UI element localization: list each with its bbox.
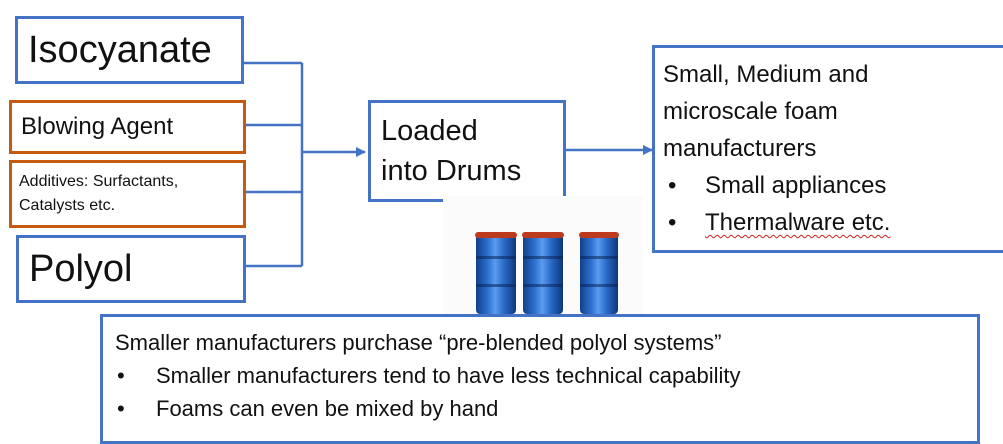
process-label-line1: Loaded xyxy=(381,115,478,147)
polyol-label: Polyol xyxy=(29,247,133,290)
output-bullet-item: • Small appliances xyxy=(663,167,890,204)
output-label-line3: manufacturers xyxy=(663,135,817,162)
output-bullet-list: • Small appliances • Thermalware etc. xyxy=(663,167,890,241)
note-box: Smaller manufacturers purchase “pre-blen… xyxy=(100,314,980,444)
bullet-icon: • xyxy=(668,209,677,236)
drum-icon xyxy=(522,232,564,314)
polyol-box: Polyol xyxy=(16,235,246,303)
bullet-icon: • xyxy=(117,363,125,388)
blowing-agent-box: Blowing Agent xyxy=(9,100,246,154)
drum-icon xyxy=(579,232,619,314)
note-bullet-list: • Smaller manufacturers tend to have les… xyxy=(115,359,741,425)
isocyanate-label: Isocyanate xyxy=(28,28,212,71)
drum-icon xyxy=(475,232,517,314)
note-bullet-item: • Foams can even be mixed by hand xyxy=(115,392,741,425)
isocyanate-box: Isocyanate xyxy=(15,16,244,84)
process-label-line2: into Drums xyxy=(381,155,522,187)
note-heading: Smaller manufacturers purchase “pre-blen… xyxy=(115,330,722,355)
note-bullet-item: • Smaller manufacturers tend to have les… xyxy=(115,359,741,392)
additives-box: Additives: Surfactants, Catalysts etc. xyxy=(9,160,246,228)
bullet-icon: • xyxy=(117,396,125,421)
output-bullet-item: • Thermalware etc. xyxy=(663,204,890,241)
additives-label-line2: Catalysts etc. xyxy=(19,197,116,214)
blowing-agent-label: Blowing Agent xyxy=(21,113,174,140)
manufacturers-box: Small, Medium and microscale foam manufa… xyxy=(652,45,1003,253)
bullet-icon: • xyxy=(668,172,677,199)
loaded-into-drums-box: Loaded into Drums xyxy=(368,100,566,202)
output-label-line1: Small, Medium and xyxy=(663,61,869,88)
additives-label-line1: Additives: Surfactants, xyxy=(19,173,179,190)
output-label-line2: microscale foam xyxy=(663,98,838,125)
connector-lines xyxy=(244,61,653,268)
